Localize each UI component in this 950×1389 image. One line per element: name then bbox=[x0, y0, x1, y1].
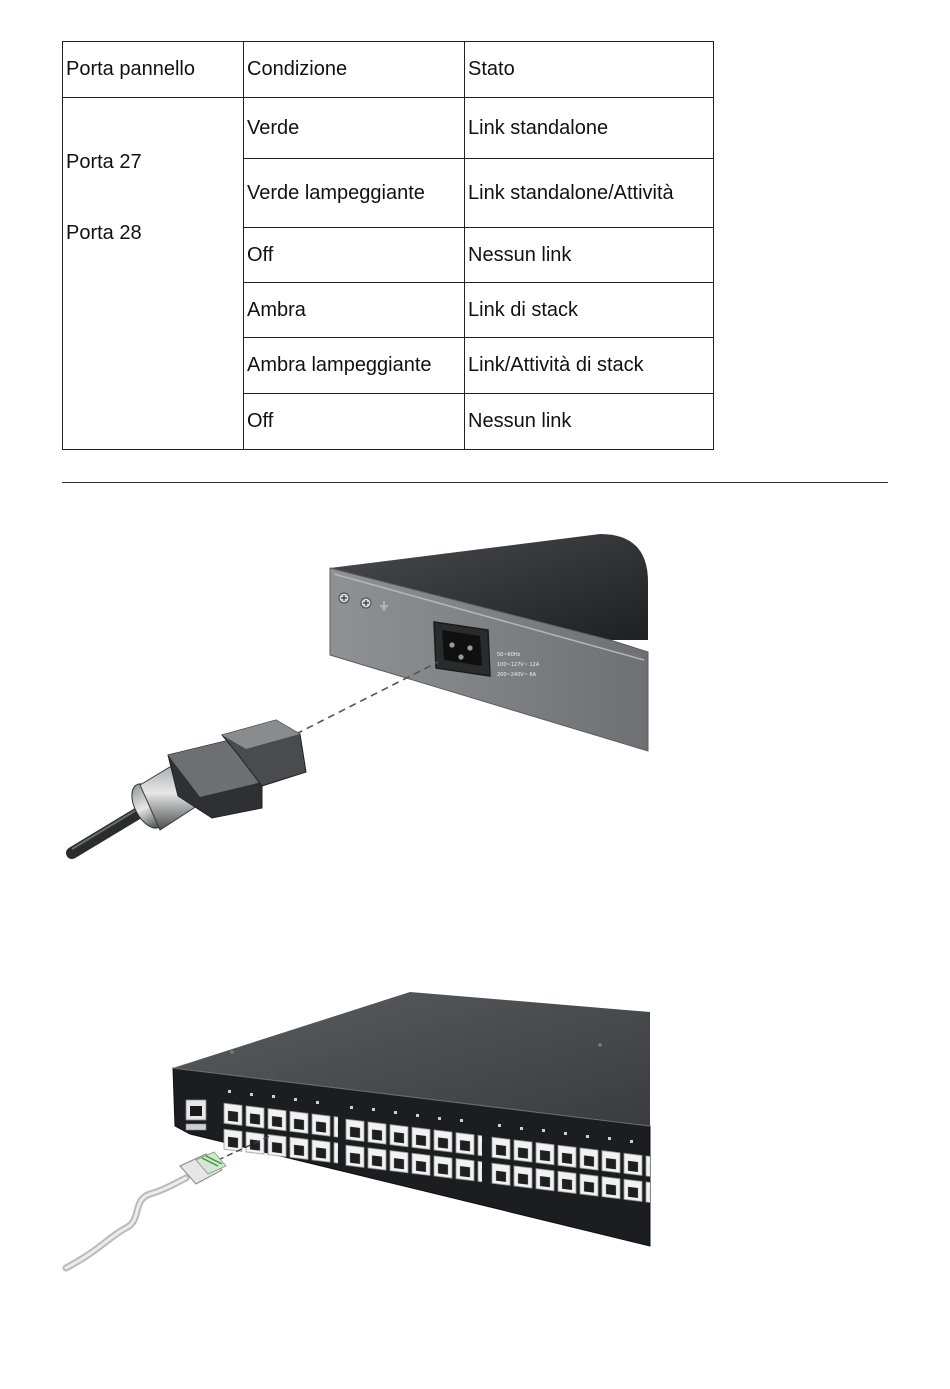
screw-icon bbox=[361, 598, 371, 608]
power-connection-illustration: 50~60Hz 100~127V~ 12A 200~240V~ 6A bbox=[72, 534, 648, 853]
screw-icon bbox=[339, 593, 349, 603]
power-rating-line-1: 50~60Hz bbox=[497, 652, 521, 658]
power-inlet-socket bbox=[434, 622, 490, 676]
power-plug bbox=[125, 720, 306, 833]
usb-port bbox=[186, 1124, 206, 1130]
power-rating-line-3: 200~240V~ 6A bbox=[497, 672, 537, 678]
insertion-guide-line bbox=[296, 662, 438, 734]
ethernet-cable bbox=[66, 1178, 186, 1268]
power-rating-line-2: 100~127V~ 12A bbox=[497, 662, 540, 668]
ethernet-connection-illustration bbox=[66, 992, 650, 1268]
